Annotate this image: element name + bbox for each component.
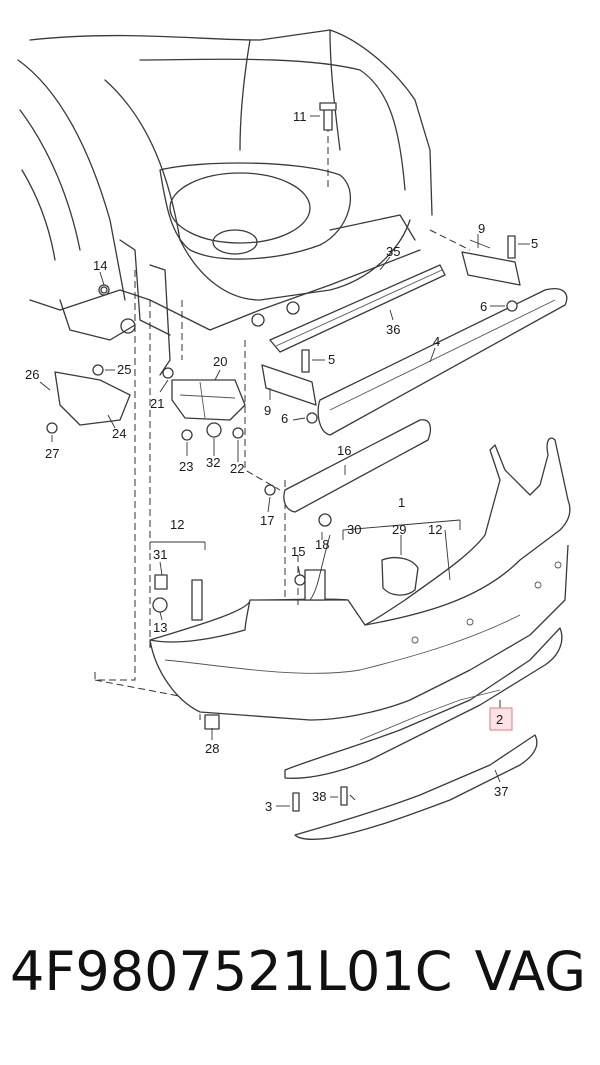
- callout-label: 11: [293, 109, 307, 124]
- callout-label: 13: [153, 620, 167, 635]
- callout-label: 3: [265, 799, 272, 814]
- callout-label: 37: [494, 784, 508, 799]
- highlight-box-part-2: [489, 707, 513, 731]
- side-mount-bracket: [171, 379, 246, 421]
- part-number: 4F9807521L01C: [10, 940, 453, 1003]
- callout-label: 9: [264, 403, 271, 418]
- callout-label: 31: [153, 547, 167, 562]
- lower-guard-panel: [294, 734, 538, 840]
- callout-label: 12: [428, 522, 442, 537]
- bumper-carrier-beam: [317, 288, 568, 436]
- callout-label: 36: [386, 322, 400, 337]
- callout-label: 26: [25, 367, 39, 382]
- callout-label: 23: [179, 459, 193, 474]
- leader-lines: [39, 115, 530, 807]
- callout-label: 4: [433, 334, 440, 349]
- small-fasteners: [46, 102, 518, 812]
- callout-label: 5: [328, 352, 335, 367]
- caption-bar: 4F9807521L01C VAG: [0, 940, 600, 1030]
- brand-name: VAG: [474, 940, 586, 1003]
- callout-label: 18: [315, 537, 329, 552]
- callout-label: 6: [480, 299, 487, 314]
- car-rear-body: [17, 29, 433, 376]
- callout-label: 15: [291, 544, 305, 559]
- callout-label: 25: [117, 362, 131, 377]
- callout-label: 24: [112, 426, 126, 441]
- callout-label: 6: [281, 411, 288, 426]
- exploded-parts-diagram: 11 9 5 14 35 6 36 4 26 25 20 5 24 21 9 6…: [17, 29, 571, 840]
- callout-label: 38: [312, 789, 326, 804]
- callout-label: 27: [45, 446, 59, 461]
- callout-label: 29: [392, 522, 406, 537]
- callout-labels: 11 9 5 14 35 6 36 4 26 25 20 5 24 21 9 6…: [25, 109, 538, 814]
- bracket-lower-left: [261, 364, 317, 406]
- bracket-upper-right: [461, 251, 521, 286]
- callout-label: 22: [230, 461, 244, 476]
- callout-label: 16: [337, 443, 351, 458]
- callout-label: 1: [398, 495, 405, 510]
- callout-label: 35: [386, 244, 400, 259]
- callout-label: 9: [478, 221, 485, 236]
- callout-label: 20: [213, 354, 227, 369]
- callout-label: 21: [150, 396, 164, 411]
- assembly-dashed-lines: [94, 125, 501, 801]
- callout-label: 28: [205, 741, 219, 756]
- callout-label: 2: [496, 712, 503, 727]
- upper-guide-rail: [269, 264, 446, 353]
- bumper-cover: [149, 437, 571, 721]
- callout-label: 17: [260, 513, 274, 528]
- callout-label: 12: [170, 517, 184, 532]
- callout-label: 32: [206, 455, 220, 470]
- bumper-guide-left: [54, 371, 131, 426]
- callout-label: 30: [347, 522, 361, 537]
- callout-label: 5: [531, 236, 538, 251]
- impact-absorber: [283, 419, 432, 513]
- callout-label: 14: [93, 258, 107, 273]
- rear-diffuser-spoiler: [284, 627, 563, 779]
